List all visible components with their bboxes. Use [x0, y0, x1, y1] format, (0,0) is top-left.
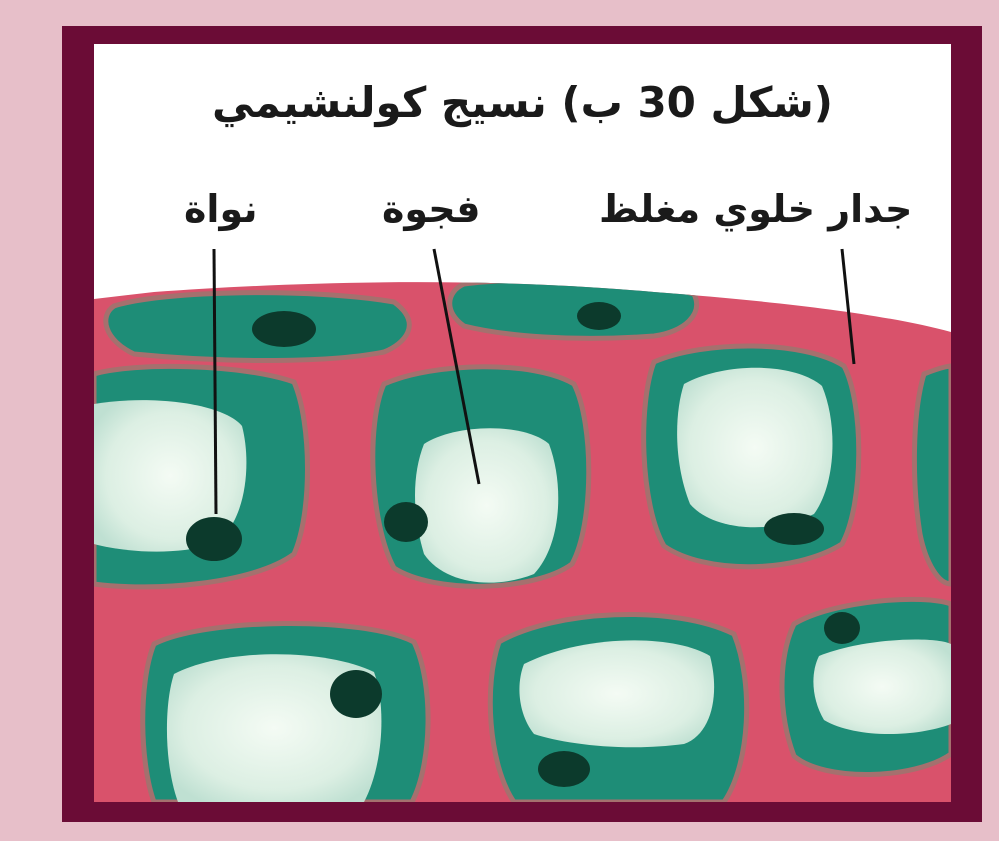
figure-panel: (شكل 30 ب) نسيج كولنشيمي نواة فجوة جدار …	[94, 44, 951, 802]
nucleus-middle-left	[186, 517, 242, 561]
nucleus-bottom-left	[330, 670, 382, 718]
nucleus-bottom-center	[538, 751, 590, 787]
nucleus-top-left	[252, 311, 316, 347]
label-vacuole: فجوة	[382, 190, 481, 228]
figure-caption: (شكل 30 ب) نسيج كولنشيمي	[94, 82, 951, 124]
vacuole-bottom-right	[813, 640, 951, 735]
label-thickened-cell-wall: جدار خلوي مغلظ	[599, 190, 912, 228]
nucleus-top-middle	[577, 302, 621, 330]
vacuole-bottom-center	[519, 640, 714, 747]
label-nucleus: نواة	[184, 190, 258, 228]
nucleus-middle-center	[384, 502, 428, 542]
nucleus-middle-right	[764, 513, 824, 545]
vacuole-middle-center	[415, 428, 558, 582]
collenchyma-tissue-illustration	[94, 44, 951, 802]
nucleus-bottom-right	[824, 612, 860, 644]
cell-top-middle	[450, 280, 697, 338]
leader-line-nucleus	[214, 249, 216, 514]
tissue-group	[94, 244, 951, 802]
vacuole-middle-right	[677, 368, 832, 528]
